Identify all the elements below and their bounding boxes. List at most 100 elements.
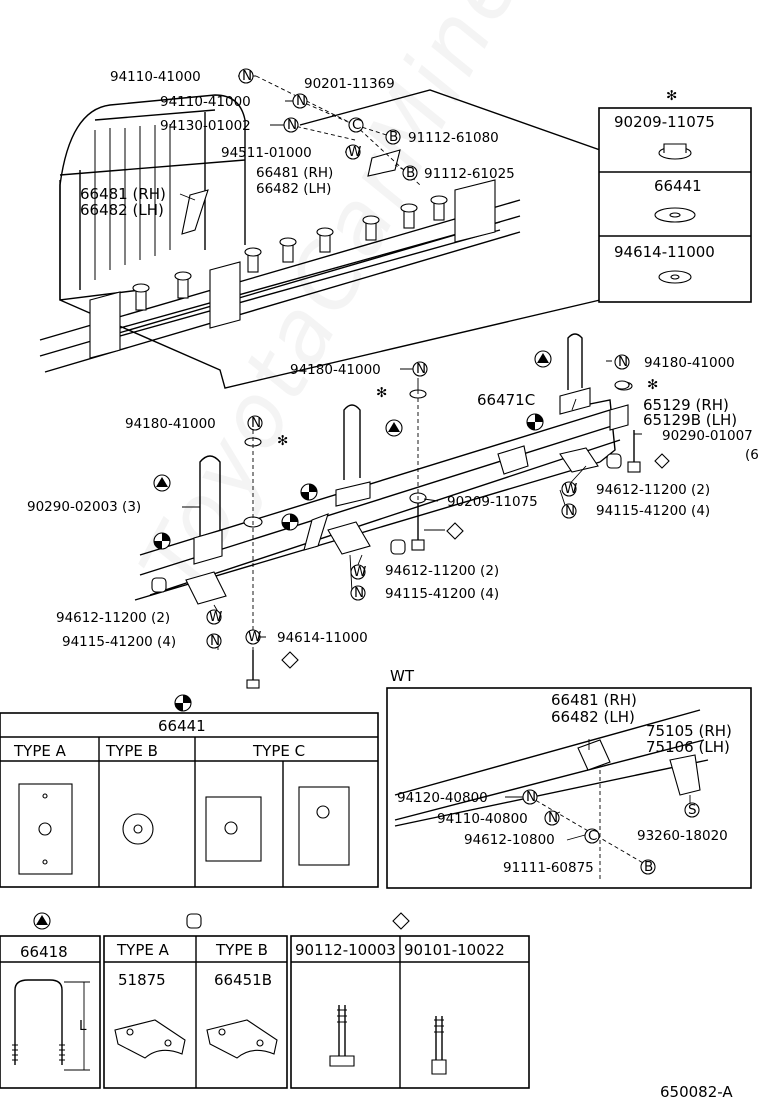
w-marker-icon: W — [245, 629, 261, 645]
svg-text:W: W — [348, 144, 361, 160]
table-circle-90112-10003: 90112-10003 — [295, 941, 396, 959]
c-marker-icon: C — [348, 117, 364, 133]
svg-text:W: W — [564, 481, 577, 497]
wt-93260-18020: 93260-18020 — [637, 828, 728, 844]
square-marker-icon — [606, 453, 622, 469]
svg-text:W: W — [209, 609, 222, 625]
callout-94180-41000-b: 94180-41000 — [644, 355, 735, 371]
callout-91112-61025: 91112-61025 — [424, 166, 515, 182]
rail-bolts — [132, 195, 448, 311]
svg-text:N: N — [287, 117, 297, 133]
half-circle-marker-icon — [300, 483, 318, 501]
table-square-types: TYPE A TYPE B 51875 66451B — [103, 913, 288, 1089]
n-marker-icon: N — [247, 415, 263, 431]
asterisk-row-66441: 66441 — [654, 177, 702, 195]
n-marker-icon: N — [292, 93, 308, 109]
triangle-marker-icon — [33, 912, 51, 930]
table-66441-type-a: TYPE A — [13, 742, 67, 760]
callout-94180-41000-a: 94180-41000 — [290, 362, 381, 378]
main-callouts: 94110-41000 90201-11369 94110-41000 9413… — [27, 69, 759, 650]
washer-icon — [614, 380, 630, 390]
n-marker-icon: N — [614, 354, 630, 370]
w-marker-icon: W — [206, 609, 222, 625]
wt-box: WT N N C S B 66481 (RH) 66482 (LH) 75105… — [386, 667, 752, 889]
callout-94612-11200-a: 94612-11200 (2) — [596, 482, 710, 498]
callout-94115-41200-c: 94115-41200 (4) — [62, 634, 176, 650]
svg-text:N: N — [526, 789, 536, 805]
b-marker-icon: B — [402, 165, 418, 181]
n-marker-icon: N — [544, 810, 560, 826]
callout-65129b-lh: 65129B (LH) — [643, 411, 737, 429]
table-square-part-51875: 51875 — [118, 971, 166, 989]
callout-90209-11075-main: 90209-11075 — [447, 494, 538, 510]
callout-94130-01002: 94130-01002 — [160, 118, 251, 134]
callout-94180-41000-c: 94180-41000 — [125, 416, 216, 432]
table-66441-type-c: TYPE C — [252, 742, 305, 760]
table-66441: 66441 TYPE A TYPE B TYPE C — [0, 694, 379, 888]
markers: N N N W C B B N N N W N W N W N W ✻ ✻ ✻ — [151, 68, 670, 669]
wt-91111-60875: 91111-60875 — [503, 860, 594, 876]
callout-90201-11369: 90201-11369 — [304, 76, 395, 92]
table-66418-part: 66418 — [20, 943, 68, 961]
callout-94115-41200-b: 94115-41200 (4) — [385, 586, 499, 602]
truck-bed-drawing — [39, 89, 601, 389]
triangle-marker-icon — [153, 474, 171, 492]
square-marker-icon — [151, 577, 167, 593]
asterisk-row-94614-11000: 94614-11000 — [614, 243, 715, 261]
svg-text:N: N — [251, 415, 261, 431]
svg-text:N: N — [565, 503, 575, 519]
svg-text:N: N — [618, 354, 628, 370]
s-marker-icon: S — [684, 802, 700, 818]
table-66418-dim: L — [79, 1018, 87, 1034]
callout-65129-rh: 65129 (RH) — [643, 396, 729, 414]
svg-text:S: S — [688, 802, 697, 818]
diamond-marker-icon — [446, 522, 464, 540]
diamond-marker-icon — [281, 651, 299, 669]
b-marker-icon: B — [385, 129, 401, 145]
half-circle-marker-icon — [174, 694, 192, 712]
callout-66481-rh-top: 66481 (RH) — [256, 165, 333, 181]
wt-94110-40800: 94110-40800 — [437, 811, 528, 827]
w-marker-icon: W — [350, 564, 366, 580]
diamond-marker-icon — [392, 912, 410, 930]
callout-90290-02003: 90290-02003 (3) — [27, 499, 141, 515]
asterisk-table-symbol: ✻ — [666, 88, 677, 104]
half-circle-marker-icon — [526, 413, 544, 431]
callout-94511-01000: 94511-01000 — [221, 145, 312, 161]
table-66441-part: 66441 — [158, 717, 206, 735]
callout-66471c: 66471C — [477, 391, 535, 409]
callout-94612-11200-c: 94612-11200 (2) — [56, 610, 170, 626]
wt-75105-rh: 75105 (RH) — [646, 722, 732, 740]
table-66441-type-b: TYPE B — [105, 742, 158, 760]
svg-text:C: C — [588, 828, 597, 844]
callout-66482-lh-left: 66482 (LH) — [80, 201, 164, 219]
n-marker-icon: N — [522, 789, 538, 805]
svg-text:B: B — [406, 165, 415, 181]
table-square-part-66451b: 66451B — [214, 971, 272, 989]
svg-text:W: W — [353, 564, 366, 580]
wt-94612-10800: 94612-10800 — [464, 832, 555, 848]
n-marker-icon: N — [561, 503, 577, 519]
asterisk-marker-icon: ✻ — [647, 377, 658, 393]
square-marker-icon — [186, 913, 202, 929]
w-marker-icon: W — [345, 144, 361, 160]
svg-text:N: N — [210, 633, 220, 649]
half-circle-marker-icon — [281, 513, 299, 531]
svg-text:W: W — [248, 629, 261, 645]
n-marker-icon: N — [412, 361, 428, 377]
asterisk-marker-icon: ✻ — [277, 433, 288, 449]
svg-text:N: N — [354, 585, 364, 601]
table-square-type-b: TYPE B — [215, 941, 268, 959]
diamond-marker-icon — [654, 453, 670, 469]
half-circle-marker-icon — [153, 532, 171, 550]
asterisk-parts-table: ✻ 90209-11075 66441 94614-11000 — [598, 88, 752, 303]
n-marker-icon: N — [350, 585, 366, 601]
callout-66482-lh-top: 66482 (LH) — [256, 181, 331, 197]
callout-94115-41200-a: 94115-41200 (4) — [596, 503, 710, 519]
w-marker-icon: W — [561, 481, 577, 497]
table-66418: 66418 L — [0, 912, 101, 1089]
callout-94612-11200-b: 94612-11200 (2) — [385, 563, 499, 579]
callout-94110-41000-b: 94110-41000 — [160, 94, 251, 110]
triangle-marker-icon — [385, 419, 403, 437]
